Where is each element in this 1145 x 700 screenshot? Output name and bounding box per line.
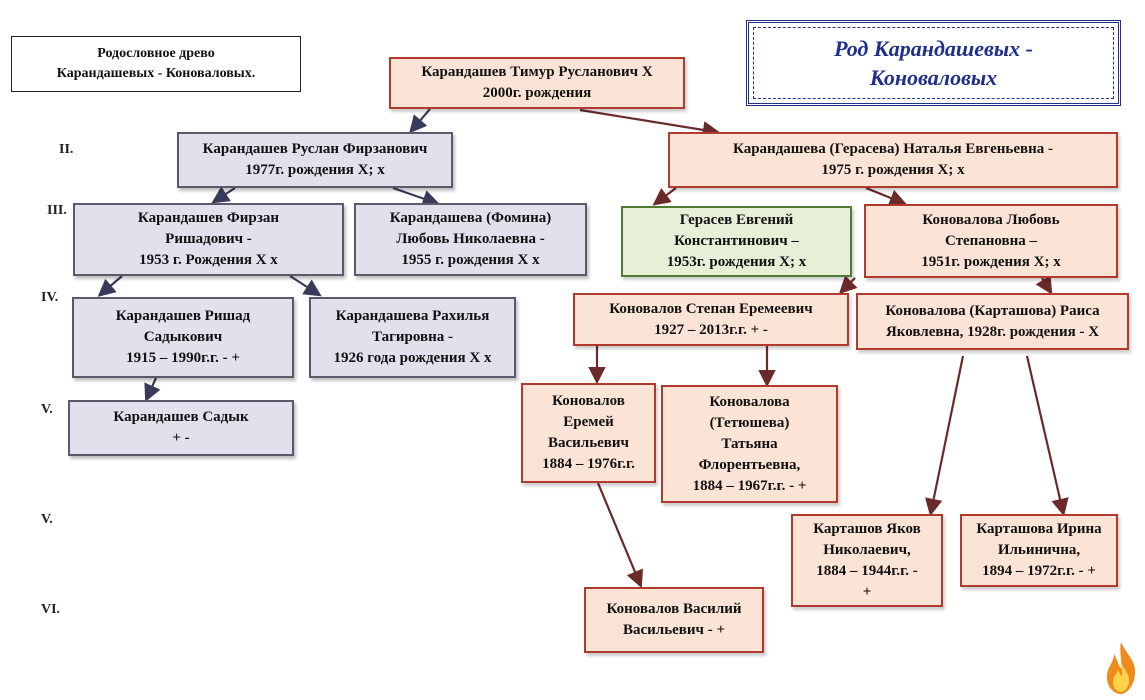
person-irina: Карташова Ирина Ильинична, 1894 – 1972г.… [976, 521, 1102, 579]
arrow-firzan-rakhilya [289, 275, 322, 297]
person-box-irina: Карташова Ирина Ильинична, 1894 – 1972г.… [960, 514, 1118, 587]
person-ruslan: Карандашев Руслан Фирзанович 1977г. рожд… [202, 141, 428, 178]
person-box-sadyk: Карандашев Садык + - [68, 400, 294, 456]
person-box-timur: Карандашев Тимур Русланович Х 2000г. рож… [389, 57, 685, 109]
generation-label-4: IV. [41, 290, 59, 305]
arrow-rishad-sadyk [144, 377, 161, 403]
person-box-gerasev: Герасев Евгений Константинович – 1953г. … [621, 206, 852, 277]
family-banner: Род Карандашевых - Коноваловых [746, 20, 1121, 106]
arrow-eremey-vasily [596, 482, 644, 589]
person-box-lyubov-fomina: Карандашева (Фомина) Любовь Николаевна -… [354, 203, 587, 276]
person-eremey: Коновалов Еремей Васильевич 1884 – 1976г… [542, 393, 635, 472]
arrow-ruslan-firzan [211, 186, 236, 204]
person-rishad: Карандашев Ришад Садыкович 1915 – 1990г.… [115, 308, 251, 366]
arrow-natalia-konovalova [865, 186, 908, 207]
person-box-vasily: Коновалов Василий Васильевич - + [584, 587, 764, 653]
person-gerasev: Герасев Евгений Константинович – 1953г. … [666, 212, 807, 270]
person-lyubov-konovalova: Коновалова Любовь Степановна – 1951г. ро… [921, 211, 1061, 270]
person-raisa: Коновалова (Карташова) Раиса Яковлевна, … [885, 302, 1100, 340]
generation-label-5b: V. [41, 512, 53, 527]
arrow-konovalova-raisa [1035, 275, 1053, 295]
person-box-eremey: Коновалов Еремей Васильевич 1884 – 1976г… [521, 383, 656, 483]
person-yakov: Карташов Яков Николаевич, 1884 – 1944г.г… [813, 520, 921, 600]
arrow-raisa-irina [1025, 355, 1069, 517]
arrow-ruslan-lyubov-fomina [392, 186, 441, 207]
person-stepan: Коновалов Степан Еремеевич 1927 – 2013г.… [609, 300, 813, 338]
generation-label-5a: V. [41, 402, 53, 417]
person-vasily: Коновалов Василий Васильевич - + [606, 601, 742, 638]
person-box-rishad: Карандашев Ришад Садыкович 1915 – 1990г.… [72, 297, 294, 378]
person-tatyana: Коновалова (Тетюшева) Татьяна Флорентьев… [692, 393, 807, 494]
arrow-firzan-rishad [97, 275, 123, 297]
person-box-natalia: Карандашева (Герасева) Наталья Евгеньевн… [668, 132, 1118, 188]
person-box-raisa: Коновалова (Карташова) Раиса Яковлевна, … [856, 293, 1129, 350]
person-natalia: Карандашева (Герасева) Наталья Евгеньевн… [733, 141, 1053, 178]
person-box-ruslan: Карандашев Руслан Фирзанович 1977г. рожд… [177, 132, 453, 188]
person-rakhilya: Карандашева Рахилья Тагировна - 1926 год… [333, 308, 492, 366]
arrow-natalia-gerasev [652, 187, 677, 206]
person-box-lyubov-konovalova: Коновалова Любовь Степановна – 1951г. ро… [864, 204, 1118, 278]
person-firzan: Карандашев Фирзан Ришадович - 1953 г. Ро… [137, 210, 280, 268]
person-sadyk: Карандашев Садык + - [113, 409, 249, 446]
person-box-firzan: Карандашев Фирзан Ришадович - 1953 г. Ро… [73, 203, 344, 276]
diagram-title: Родословное древо Карандашевых - Коновал… [56, 46, 256, 81]
person-box-rakhilya: Карандашева Рахилья Тагировна - 1926 год… [309, 297, 516, 378]
person-box-yakov: Карташов Яков Николаевич, 1884 – 1944г.г… [791, 514, 943, 607]
generation-label-3: III. [47, 203, 67, 218]
person-lyubov-fomina: Карандашева (Фомина) Любовь Николаевна -… [389, 210, 552, 268]
arrow-timur-natalia [579, 108, 721, 139]
person-box-stepan: Коновалов Степан Еремеевич 1927 – 2013г.… [573, 293, 849, 346]
arrow-konovalova-stepan [838, 275, 858, 295]
arrow-timur-ruslan [409, 108, 431, 134]
generation-label-6: VI. [41, 602, 61, 617]
person-box-tatyana: Коновалова (Тетюшева) Татьяна Флорентьев… [661, 385, 838, 503]
generation-label-2: II. [59, 142, 74, 157]
flame-icon [1106, 642, 1136, 694]
person-timur: Карандашев Тимур Русланович Х 2000г. рож… [421, 64, 653, 101]
banner-title: Род Карандашевых - Коноваловых [834, 36, 1033, 90]
arrow-raisa-yakov [925, 355, 965, 517]
diagram-title-box: Родословное древо Карандашевых - Коновал… [11, 36, 301, 92]
